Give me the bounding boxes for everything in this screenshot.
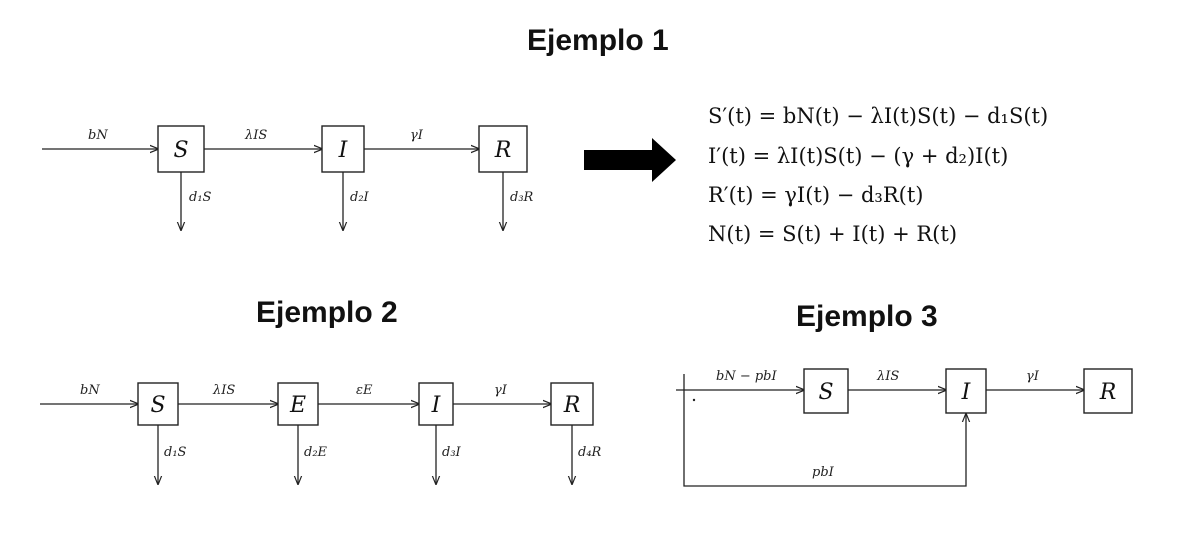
- implies-arrow-icon: [584, 138, 676, 182]
- ex2-inflow-label: bN: [80, 383, 100, 398]
- ex2-flow-label-2: εE: [356, 383, 373, 398]
- ex1-outflow-label-r: d₃R: [510, 190, 534, 205]
- ex3-flow-label-1: λIS: [876, 369, 899, 384]
- ex1-node-i: [321, 125, 365, 173]
- ex3-feedback-arrow: [683, 408, 966, 487]
- ex1-inflow-label: bN: [88, 128, 108, 143]
- ex3-node-i-label: I: [961, 380, 972, 405]
- ex3-flow-label-2: γI: [1026, 369, 1040, 384]
- ex1-node-s-label: S: [173, 138, 188, 163]
- ex2-outflow-label-e: d₂E: [304, 445, 328, 460]
- ex1-flow-label-1: λIS: [244, 128, 267, 143]
- title-example-2: Ejemplo 2: [256, 296, 398, 329]
- ex3-node-i: [945, 368, 987, 414]
- ex2-outflow-label-r: d₄R: [578, 445, 602, 460]
- equation-s: S′(t) = bN(t) − λI(t)S(t) − d₁S(t): [708, 104, 1049, 128]
- example-3-diagram: bN − pbI S λIS I γI R pbI: [676, 368, 1133, 487]
- ex3-node-s-label: S: [818, 380, 833, 405]
- ex1-outflow-label-i: d₂I: [350, 190, 370, 205]
- ex1-node-r-label: R: [494, 138, 512, 163]
- ex2-node-s-label: S: [150, 393, 165, 418]
- ex2-node-i: [418, 382, 454, 426]
- title-example-1: Ejemplo 1: [527, 24, 669, 57]
- ex2-flow-label-3: γI: [494, 383, 508, 398]
- ex2-outflow-label-i: d₃I: [442, 445, 462, 460]
- ex3-node-s: [803, 368, 849, 414]
- ex2-node-i-label: I: [431, 393, 442, 418]
- equation-r: R′(t) = γI(t) − d₃R(t): [708, 183, 924, 207]
- ex3-feedback-label: pbI: [812, 465, 835, 480]
- ex2-node-r: [550, 382, 594, 426]
- example-1-diagram: bN S λIS I γI R d₁S d₂I d₃R: [42, 125, 534, 230]
- title-example-3: Ejemplo 3: [796, 300, 938, 333]
- ex2-flow-label-1: λIS: [212, 383, 235, 398]
- ex3-node-r-label: R: [1099, 380, 1117, 405]
- ex2-outflow-label-s: d₁S: [164, 445, 187, 460]
- ex1-outflow-label-s: d₁S: [189, 190, 212, 205]
- example-2-diagram: bN S λIS E εE I γI R d₁S d₂E d₃I d₄R: [40, 382, 602, 484]
- ex2-node-e-label: E: [289, 393, 306, 418]
- equation-n: N(t) = S(t) + I(t) + R(t): [708, 222, 958, 246]
- ex3-dot: [692, 398, 696, 402]
- equation-i: I′(t) = λI(t)S(t) − (γ + d₂)I(t): [708, 144, 1009, 168]
- ex1-flow-label-2: γI: [410, 128, 424, 143]
- ex2-node-r-label: R: [563, 393, 581, 418]
- ex3-inflow-label: bN − pbI: [716, 369, 777, 384]
- ex1-node-i-label: I: [338, 138, 349, 163]
- ex3-node-r: [1083, 368, 1133, 414]
